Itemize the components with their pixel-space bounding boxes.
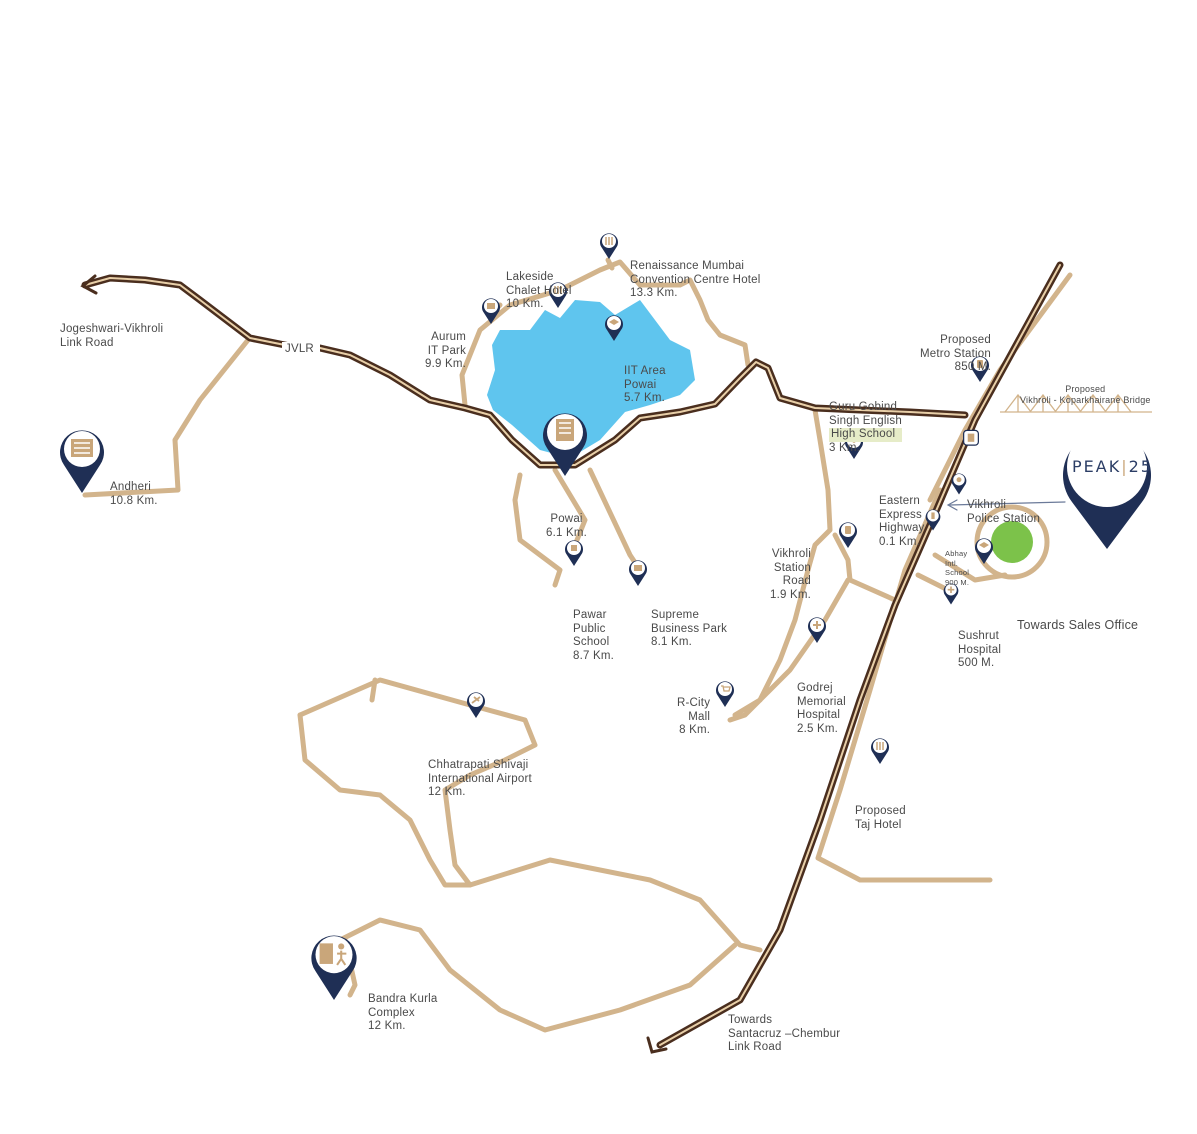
airplane-icon[interactable] <box>465 689 487 719</box>
road-abhay <box>932 552 1008 583</box>
building-icon[interactable] <box>57 425 107 495</box>
road-bkc <box>337 917 738 1033</box>
jvlr-highway-stripe <box>84 277 966 466</box>
road-godrej <box>727 577 851 723</box>
restaurant-icon[interactable] <box>869 735 891 765</box>
eastern-express-highway-stripe <box>659 264 1061 1046</box>
arrow-jogeshwari-icon <box>80 274 98 295</box>
hospital-icon[interactable] <box>806 614 828 644</box>
jvlr-label-bg <box>282 342 320 356</box>
train-icon[interactable] <box>969 353 991 383</box>
building-icon[interactable] <box>308 930 360 1002</box>
police-icon[interactable] <box>950 470 968 496</box>
label-towards-sales-office: Towards Sales Office <box>1017 618 1139 632</box>
vikhroli-koparkhairane-bridge <box>1000 393 1152 413</box>
roads <box>82 257 1073 1033</box>
peak25-building-marker[interactable] <box>962 428 980 454</box>
road-guru-vikhroli <box>732 407 833 718</box>
restaurant-icon[interactable] <box>598 230 620 260</box>
office-icon[interactable] <box>627 557 649 587</box>
building-icon[interactable] <box>540 408 590 478</box>
road-powai-south <box>512 472 563 588</box>
road-airport-link <box>369 677 378 703</box>
office-icon[interactable] <box>480 295 502 325</box>
education-icon[interactable] <box>603 312 625 342</box>
road-airport-west <box>297 712 473 888</box>
road-andheri <box>82 337 251 498</box>
shopping-cart-icon[interactable] <box>714 678 736 708</box>
road-icon[interactable] <box>924 506 942 532</box>
train-icon[interactable] <box>837 519 859 549</box>
hospital-icon[interactable] <box>942 580 960 606</box>
powai-lake <box>487 300 695 458</box>
road-airport <box>297 677 763 953</box>
road-renaissance <box>605 257 615 271</box>
road-pawar <box>552 467 588 548</box>
school-icon[interactable] <box>563 537 585 567</box>
road-sushrut <box>915 572 951 593</box>
road-supreme <box>587 467 643 573</box>
peak25-location-pin[interactable]: PEAK|25 <box>1060 422 1154 552</box>
arrow-sales-office-icon <box>949 501 1066 506</box>
peak25-logo: PEAK|25 <box>1072 457 1153 476</box>
road-vikhroli-station <box>832 532 898 603</box>
jvlr-road-label: JVLR <box>285 343 314 355</box>
highways <box>81 261 1064 1049</box>
arrow-sales-office-head-icon <box>946 499 958 511</box>
restaurant-icon[interactable] <box>547 279 569 309</box>
graduation-cap-icon[interactable] <box>973 535 995 565</box>
arrow-santacruz-icon <box>646 1036 668 1054</box>
